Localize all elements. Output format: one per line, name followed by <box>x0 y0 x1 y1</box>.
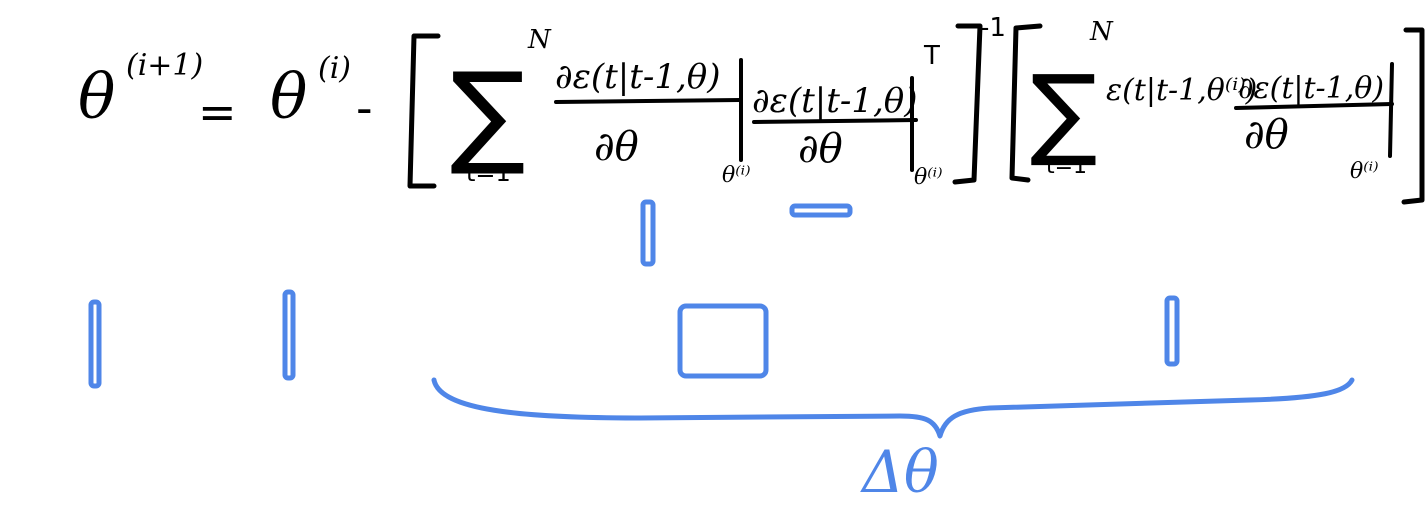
sum-symbol-1: ∑ <box>450 49 525 179</box>
lhs-term: θ (i+1) <box>78 48 203 133</box>
right-bracket-2 <box>1401 27 1425 205</box>
frac1-denominator: ∂θ <box>594 124 639 170</box>
dimension-annotations: Δθ <box>88 199 1355 506</box>
equals-sign: = <box>198 85 237 139</box>
column-vector-lhs <box>88 299 102 389</box>
prev-theta-superscript: (i) <box>318 51 351 86</box>
left-bracket-2 <box>1009 23 1043 183</box>
lhs-superscript: (i+1) <box>126 48 203 83</box>
delta-theta-label: Δθ <box>860 438 939 506</box>
hessian-bracket: -1 ∑ N t=1 ∂ε(t|t-1,θ) ∂θ θ⁽ⁱ⁾ ∂ε(t|t-1,… <box>407 13 1006 190</box>
frac2-numerator: ∂ε(t|t-1,θ) <box>752 81 918 121</box>
sum2-upper-limit: N <box>1089 17 1114 47</box>
column-vector-rhs <box>1164 295 1180 367</box>
residual-term: ε(t|t-1,θ⁽ⁱ⁾) <box>1106 73 1257 108</box>
row-vector-gradient-transpose <box>789 203 853 218</box>
frac3-bar <box>1234 102 1394 110</box>
gradient-bracket: ∑ N t=1 ε(t|t-1,θ⁽ⁱ⁾) ∂ε(t|t-1,θ) ∂θ θ⁽ⁱ… <box>1009 17 1425 205</box>
frac1-bar <box>554 98 742 104</box>
sum1-upper-limit: N <box>527 25 552 55</box>
frac2-bar <box>752 118 918 124</box>
frac2-evaluated-at: θ⁽ⁱ⁾ <box>914 165 942 190</box>
eval-bar-3 <box>1388 62 1394 158</box>
frac3-evaluated-at: θ⁽ⁱ⁾ <box>1350 159 1378 184</box>
transpose-superscript: T <box>923 41 940 71</box>
sum1-lower-limit: t=1 <box>466 159 511 187</box>
left-bracket-1 <box>407 33 441 189</box>
inverse-exponent: -1 <box>980 13 1006 43</box>
frac2-denominator: ∂θ <box>798 126 843 172</box>
lhs-theta: θ <box>78 60 115 133</box>
previous-theta-term: θ (i) <box>270 51 351 133</box>
right-bracket-1 <box>952 23 983 185</box>
frac3-denominator: ∂θ <box>1244 112 1289 158</box>
column-vector-theta-prev <box>282 289 296 381</box>
frac1-evaluated-at: θ⁽ⁱ⁾ <box>722 163 750 188</box>
prev-theta: θ <box>270 60 307 133</box>
sum2-lower-limit: t=1 <box>1046 154 1087 179</box>
sum-symbol-2: ∑ <box>1030 53 1097 170</box>
underbrace <box>431 377 1355 439</box>
square-matrix <box>677 303 769 379</box>
frac1-numerator: ∂ε(t|t-1,θ) <box>555 57 721 97</box>
minus-sign: - <box>356 81 373 135</box>
column-vector-gradient <box>640 199 656 267</box>
frac3-numerator: ∂ε(t|t-1,θ) <box>1238 71 1384 106</box>
